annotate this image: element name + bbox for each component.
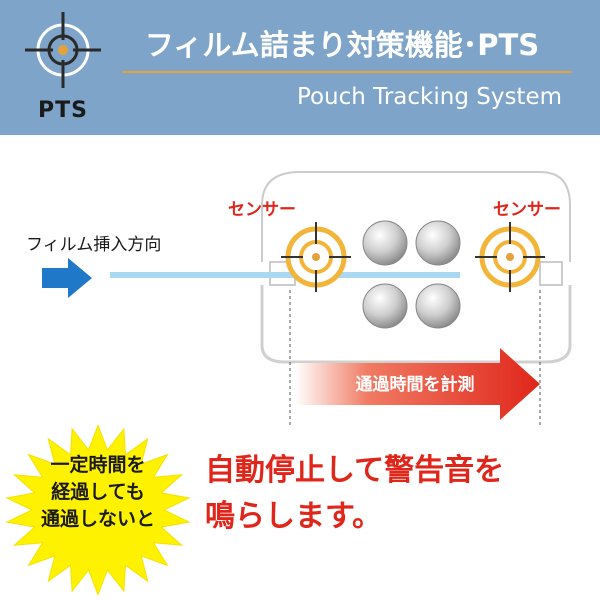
laminator-housing [258, 168, 574, 364]
film-path [110, 272, 460, 278]
sensor-right-icon [475, 222, 545, 292]
alert-line: 鳴らします。 [205, 499, 382, 534]
page-subtitle: Pouch Tracking System [296, 84, 562, 110]
header-banner: PTS フィルム詰まり対策機能･PTS Pouch Tracking Syste… [0, 0, 600, 135]
page-title: フィルム詰まり対策機能･PTS [144, 28, 540, 62]
burst-line: 経過しても [51, 481, 145, 503]
alert-line: 自動停止して警告音を [205, 453, 505, 488]
alert-message: 自動停止して警告音を 鳴らします。 [205, 448, 595, 540]
logo-text: PTS [38, 98, 88, 123]
roller-top-right [415, 220, 461, 266]
burst-callout: 一定時間を 経過しても 通過しないと [18, 452, 178, 533]
burst-line: 通過しないと [40, 508, 155, 530]
timing-arrow-label: 通過時間を計測 [355, 375, 475, 395]
sensor-right-label: センサー [493, 200, 561, 220]
pts-logo: PTS [18, 10, 108, 128]
insert-direction-label: フィルム挿入方向 [26, 235, 162, 255]
sensor-left-icon [281, 222, 351, 292]
timing-arrow-icon [295, 348, 540, 420]
title-divider [122, 71, 572, 73]
burst-line: 一定時間を [50, 454, 146, 476]
pts-diagram [42, 168, 574, 425]
roller-top-left [362, 220, 408, 266]
sensor-left-label: センサー [228, 200, 296, 220]
starburst-icon [5, 424, 191, 596]
roller-bottom-right [415, 283, 461, 329]
insert-direction-arrow-icon [42, 258, 92, 298]
crosshair-logo-icon [25, 12, 101, 88]
roller-bottom-left [362, 283, 408, 329]
